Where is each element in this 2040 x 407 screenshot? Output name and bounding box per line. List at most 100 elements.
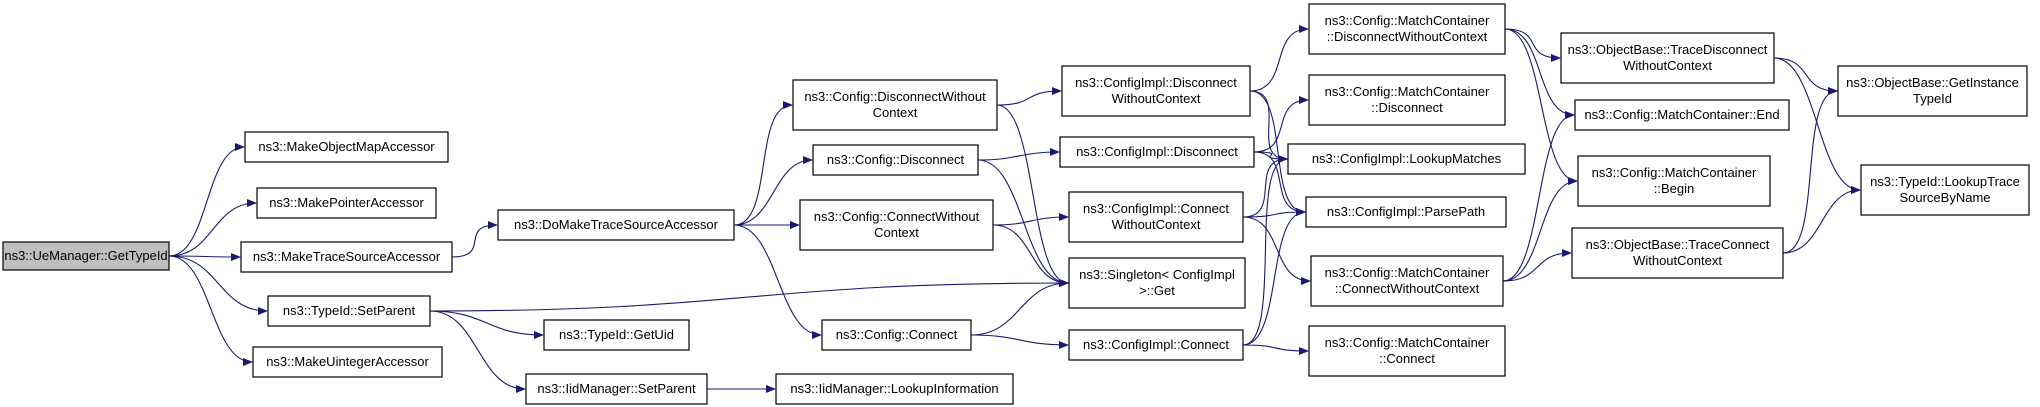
node-label: ::Begin — [1654, 181, 1694, 196]
node-cimpl_disconnect_wc[interactable]: ns3::ConfigImpl::DisconnectWithoutContex… — [1061, 65, 1251, 117]
edge-mc_connect_wc-to-mc_begin — [1502, 177, 1578, 282]
node-mc_begin[interactable]: ns3::Config::MatchContainer::Begin — [1577, 155, 1771, 207]
edge-cfg_connect-to-singleton_get — [970, 279, 1069, 336]
node-label: ns3::Config::MatchContainer — [1325, 265, 1490, 280]
node-box — [1059, 136, 1255, 168]
edge-mc_disconnect_wc-to-mc_end — [1504, 28, 1575, 119]
edge-ob_tracedisconnect_wc-to-typeid_lookuptrace — [1773, 57, 1861, 194]
node-iid_setparent[interactable]: ns3::IidManager::SetParent — [525, 373, 708, 405]
node-make_pointer[interactable]: ns3::MakePointerAccessor — [256, 187, 437, 219]
edge-ue_gettypeid-to-make_uinteger — [168, 255, 253, 366]
node-box — [497, 209, 735, 241]
node-cimpl_disconnect[interactable]: ns3::ConfigImpl::Disconnect — [1059, 136, 1255, 168]
node-make_uinteger[interactable]: ns3::MakeUintegerAccessor — [252, 346, 443, 378]
node-box — [1308, 325, 1506, 377]
node-box — [799, 199, 994, 251]
node-label: ns3::ObjectBase::TraceDisconnect — [1568, 42, 1768, 57]
node-box — [525, 373, 708, 405]
node-label: ns3::ConfigImpl::Connect — [1083, 337, 1229, 352]
node-label: ns3::MakeTraceSourceAccessor — [253, 249, 441, 264]
node-cimpl_connect[interactable]: ns3::ConfigImpl::Connect — [1068, 329, 1244, 361]
node-make_tracesrc[interactable]: ns3::MakeTraceSourceAccessor — [240, 241, 453, 273]
node-box — [1571, 227, 1784, 279]
node-mc_connect[interactable]: ns3::Config::MatchContainer::Connect — [1308, 325, 1506, 377]
node-box — [1860, 164, 2030, 216]
edge-ob_tracedisconnect_wc-to-ob_getinstancetypeid — [1773, 57, 1838, 95]
node-box — [2, 241, 170, 271]
node-cfg_disconnect[interactable]: ns3::Config::Disconnect — [812, 144, 979, 176]
node-singleton_get[interactable]: ns3::Singleton< ConfigImpl >::Get — [1068, 257, 1246, 309]
node-typeid_setparent[interactable]: ns3::TypeId::SetParent — [267, 295, 431, 327]
edge-mc_connect_wc-to-ob_traceconnect_wc — [1502, 249, 1572, 282]
node-box — [543, 319, 690, 351]
node-label: WithoutContext — [1633, 253, 1722, 268]
node-box — [1308, 74, 1506, 126]
edge-cimpl_connect_wc-to-cimpl_lookupmatches — [1242, 155, 1288, 218]
node-label: ns3::UeManager::GetTypeId — [4, 248, 167, 263]
node-iid_lookupinfo[interactable]: ns3::IidManager::LookupInformation — [775, 373, 1014, 405]
node-label: ns3::Config::MatchContainer — [1325, 13, 1490, 28]
edge-ue_gettypeid-to-make_tracesrc — [168, 252, 241, 261]
edge-cimpl_disconnect-to-mc_disconnect — [1253, 96, 1309, 153]
edge-cimpl_disconnect_wc-to-cimpl_parsepath — [1249, 90, 1306, 216]
edge-typeid_setparent-to-typeid_getuid — [429, 310, 544, 339]
edge-cimpl_disconnect-to-cimpl_lookupmatches — [1253, 151, 1288, 163]
edge-domake_tracesrc-to-cfg_disconnect — [733, 156, 813, 226]
edge-domake_tracesrc-to-cfg_disconnect_wc — [733, 101, 793, 226]
node-mc_end[interactable]: ns3::Config::MatchContainer::End — [1574, 99, 1790, 131]
node-label: ns3::ConfigImpl::Disconnect — [1076, 144, 1238, 159]
edge-cimpl_connect-to-mc_connect — [1242, 344, 1309, 355]
node-label: ns3::TypeId::LookupTrace — [1870, 174, 2020, 189]
node-box — [244, 131, 449, 163]
node-label: WithoutContext — [1112, 91, 1201, 106]
node-mc_disconnect[interactable]: ns3::Config::MatchContainer::Disconnect — [1308, 74, 1506, 126]
node-ue_gettypeid[interactable]: ns3::UeManager::GetTypeId — [2, 241, 170, 271]
edge-cimpl_connect_wc-to-mc_connect_wc — [1242, 216, 1311, 285]
edge-cfg_connect-to-cimpl_connect — [970, 334, 1069, 349]
node-box — [1837, 65, 2028, 117]
node-domake_tracesrc[interactable]: ns3::DoMakeTraceSourceAccessor — [497, 209, 735, 241]
node-box — [1068, 329, 1244, 361]
node-cimpl_lookupmatches[interactable]: ns3::ConfigImpl::LookupMatches — [1287, 143, 1526, 175]
edge-make_tracesrc-to-domake_tracesrc — [451, 221, 498, 258]
node-label: ns3::MakeObjectMapAccessor — [258, 139, 435, 154]
node-label: ns3::TypeId::GetUid — [559, 327, 674, 342]
node-cimpl_connect_wc[interactable]: ns3::ConfigImpl::ConnectWithoutContext — [1068, 191, 1244, 243]
edge-ob_traceconnect_wc-to-typeid_lookuptrace — [1782, 186, 1861, 254]
node-label: ns3::Config::MatchContainer — [1325, 335, 1490, 350]
node-label: TypeId — [1913, 91, 1952, 106]
node-label: ns3::Config::MatchContainer — [1325, 84, 1490, 99]
node-label: ns3::Config::MatchContainer::End — [1584, 107, 1779, 122]
node-label: ns3::Config::ConnectWithout — [814, 209, 980, 224]
edge-cfg_disconnect-to-singleton_get — [977, 159, 1069, 287]
node-label: ns3::MakePointerAccessor — [269, 195, 424, 210]
node-label: ns3::ConfigImpl::Disconnect — [1075, 75, 1237, 90]
node-label: ::Connect — [1379, 351, 1435, 366]
nodes-layer: ns3::UeManager::GetTypeId ns3::MakeObject… — [2, 3, 2030, 405]
node-label: Context — [873, 105, 918, 120]
edge-cfg_disconnect-to-cimpl_disconnect — [977, 148, 1060, 161]
node-ob_traceconnect_wc[interactable]: ns3::ObjectBase::TraceConnectWithoutCont… — [1571, 227, 1784, 279]
edge-cfg_disconnect_wc-to-singleton_get — [996, 104, 1069, 287]
node-mc_connect_wc[interactable]: ns3::Config::MatchContainer::ConnectWith… — [1310, 255, 1504, 307]
node-label: ::ConnectWithoutContext — [1335, 281, 1480, 296]
node-box — [1068, 191, 1244, 243]
edge-cimpl_disconnect_wc-to-cimpl_lookupmatches — [1249, 90, 1288, 163]
node-cfg_connect[interactable]: ns3::Config::Connect — [821, 319, 972, 351]
node-typeid_getuid[interactable]: ns3::TypeId::GetUid — [543, 319, 690, 351]
node-cfg_connect_wc[interactable]: ns3::Config::ConnectWithoutContext — [799, 199, 994, 251]
edge-ue_gettypeid-to-make_objmap — [168, 143, 245, 257]
node-make_objmap[interactable]: ns3::MakeObjectMapAccessor — [244, 131, 449, 163]
node-label: ns3::ConfigImpl::ParsePath — [1327, 204, 1485, 219]
edge-mc_disconnect_wc-to-mc_begin — [1504, 28, 1578, 185]
node-ob_tracedisconnect_wc[interactable]: ns3::ObjectBase::TraceDisconnectWithoutC… — [1560, 32, 1775, 84]
node-box — [1560, 32, 1775, 84]
node-mc_disconnect_wc[interactable]: ns3::Config::MatchContainer::DisconnectW… — [1308, 3, 1506, 55]
node-cimpl_parsepath[interactable]: ns3::ConfigImpl::ParsePath — [1305, 196, 1507, 228]
node-box — [1577, 155, 1771, 207]
node-label: ns3::Config::DisconnectWithout — [804, 89, 986, 104]
node-cfg_disconnect_wc[interactable]: ns3::Config::DisconnectWithoutContext — [792, 79, 998, 131]
